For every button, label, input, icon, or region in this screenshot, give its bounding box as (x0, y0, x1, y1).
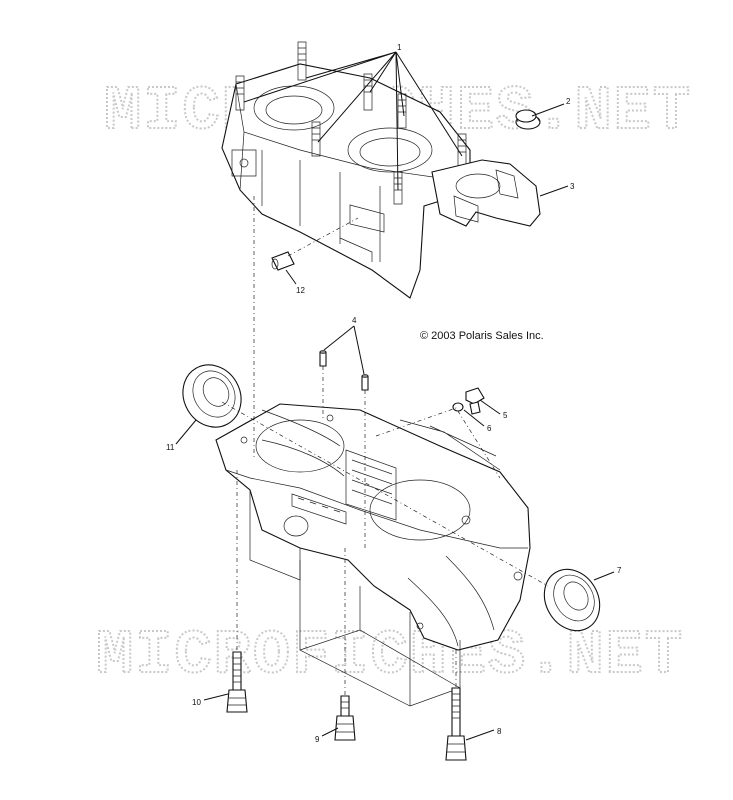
seal-left (182, 364, 242, 428)
callout-9: 9 (315, 735, 320, 744)
bearing-cover (431, 159, 541, 227)
upper-crankcase (221, 41, 471, 299)
leader-lines (175, 51, 615, 741)
copyright-text: © 2003 Polaris Sales Inc. (420, 330, 544, 342)
callout-11: 11 (166, 443, 175, 452)
callout-4: 4 (352, 316, 357, 325)
callout-1: 1 (397, 43, 402, 52)
callout-10: 10 (192, 698, 201, 707)
bolt-10 (226, 651, 248, 713)
callout-8: 8 (497, 727, 502, 736)
assembly-center-lines (221, 196, 549, 696)
dowels (319, 350, 369, 391)
grommet (515, 109, 541, 130)
callout-6: 6 (487, 424, 492, 433)
callout-3: 3 (570, 182, 575, 191)
callout-7: 7 (617, 566, 622, 575)
seal-right (543, 568, 601, 632)
bolt-8 (445, 687, 467, 761)
callout-2: 2 (566, 97, 571, 106)
watermark-bottom: MICROFICHES.NET (96, 620, 684, 691)
dowel-pin (271, 251, 295, 271)
callout-5: 5 (503, 411, 508, 420)
lower-crankcase (215, 403, 531, 707)
drain-plug (452, 387, 485, 415)
callout-12: 12 (296, 286, 305, 295)
bolt-9 (334, 695, 356, 741)
